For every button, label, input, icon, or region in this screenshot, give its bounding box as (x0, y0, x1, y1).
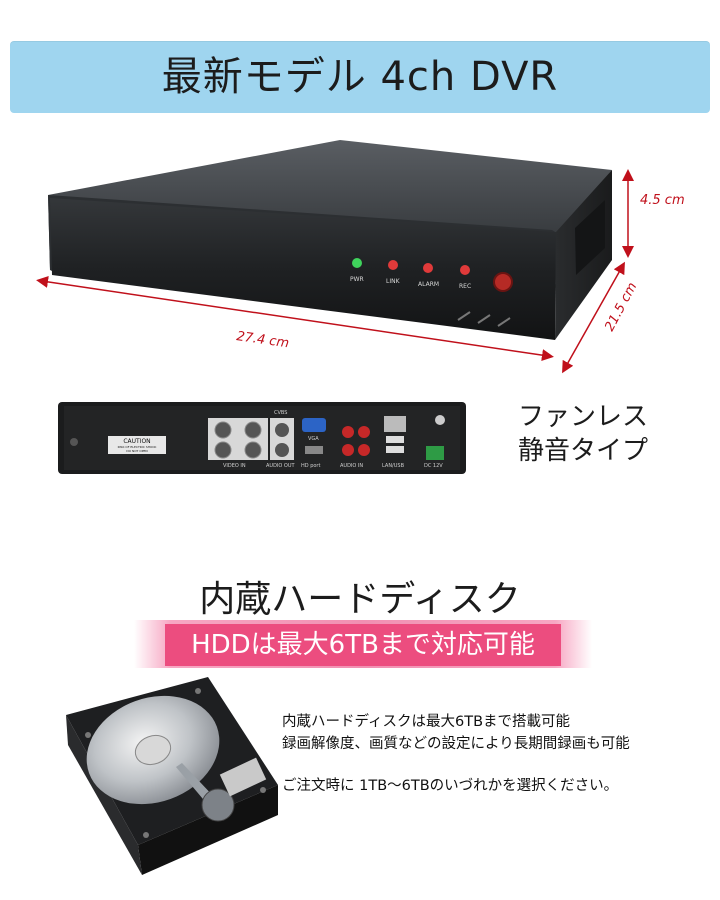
hdd-case-front (138, 785, 278, 875)
led-rec-label: REC (459, 283, 471, 290)
hdmi-port (305, 446, 323, 454)
svg-text:AUDIO IN: AUDIO IN (340, 463, 363, 469)
svg-text:RISK OF ELECTRIC SHOCK: RISK OF ELECTRIC SHOCK (118, 445, 158, 449)
width-arrow (36, 275, 554, 362)
hdd-label (219, 757, 267, 797)
led-link-label: LINK (386, 278, 401, 285)
usb-port-1 (386, 436, 404, 443)
desc-line-1: 内蔵ハードディスクは最大6TBまで搭載可能 (282, 714, 571, 730)
dvr-side-vent (575, 200, 605, 275)
vga-port (302, 418, 326, 432)
svg-text:VIDEO IN: VIDEO IN (223, 463, 246, 469)
highlight-text: HDDは最大6TBまで対応可能 (191, 630, 535, 660)
feature-line-2: 静音タイプ (518, 436, 649, 466)
dvr-rear-illustration: CAUTION RISK OF ELECTRIC SHOCK DO NOT OP… (58, 402, 466, 474)
caution-label (108, 436, 166, 454)
depth-arrow (562, 261, 625, 374)
svg-text:DC 12V: DC 12V (424, 463, 443, 469)
svg-text:VGA: VGA (308, 436, 319, 442)
dvr-front-illustration: PWR LINK ALARM REC 4.5 cm 21.5 cm 27.4 c… (36, 140, 685, 374)
svg-text:AUDIO OUT: AUDIO OUT (266, 463, 296, 469)
power-switch (435, 415, 445, 425)
title-banner (10, 41, 710, 113)
svg-text:DO NOT OPEN: DO NOT OPEN (126, 449, 147, 453)
feature-line-1: ファンレス (518, 402, 649, 432)
dc-terminal (426, 446, 444, 460)
hdd-case-side (66, 715, 142, 875)
led-pwr-label: PWR (350, 276, 364, 283)
feature-text: ファンレス 静音タイプ (518, 400, 698, 468)
depth-dimension: 21.5 cm (602, 280, 640, 334)
highlight-box (165, 624, 561, 666)
hard-disk-illustration (66, 677, 278, 875)
svg-text:CAUTION: CAUTION (123, 438, 150, 445)
desc-line-2: 録画解像度、画質などの設定により長期間録画も可能 (282, 736, 630, 752)
led-alarm-label: ALARM (418, 281, 439, 288)
desc-line-3: ご注文時に 1TB～6TBのいづれかを選択ください。 (282, 778, 619, 794)
svg-text:LAN/USB: LAN/USB (382, 463, 405, 469)
lan-port (384, 416, 406, 432)
svg-text:CVBS: CVBS (274, 410, 287, 416)
ir-receiver-icon (493, 272, 513, 292)
width-dimension: 27.4 cm (235, 329, 289, 351)
hdd-description: 内蔵ハードディスクは最大6TBまで搭載可能 録画解像度、画質などの設定により長期… (282, 711, 712, 797)
usb-port-2 (386, 446, 404, 453)
height-dimension: 4.5 cm (640, 193, 685, 208)
page-title: 最新モデル 4ch DVR (161, 54, 559, 100)
svg-text:HD port: HD port (301, 463, 320, 469)
hdd-heading: 内蔵ハードディスク (199, 579, 521, 620)
